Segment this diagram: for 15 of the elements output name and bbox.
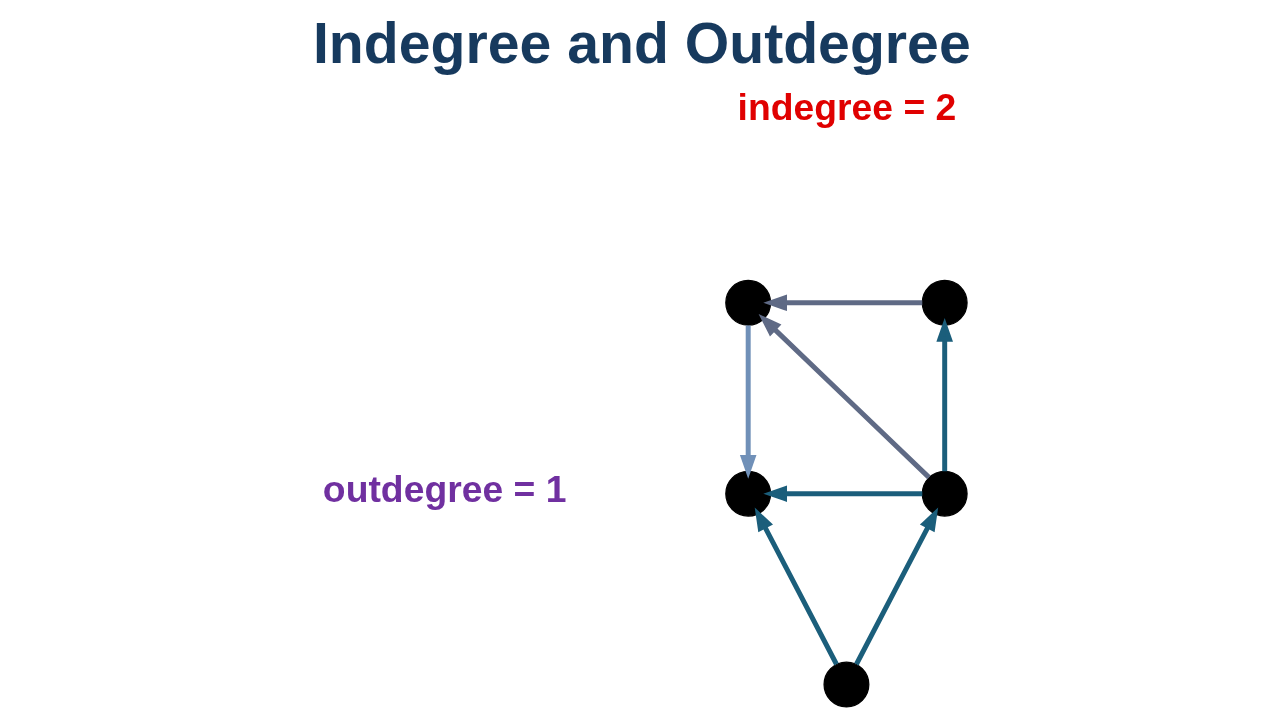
arrow (936, 317, 953, 472)
arrow (763, 294, 923, 312)
arrow (758, 314, 931, 480)
node-circle (725, 470, 772, 517)
arrow (739, 325, 757, 479)
arrow (754, 507, 839, 666)
label: indegree = 2 (737, 85, 957, 128)
arrow (763, 485, 923, 502)
node-circle (725, 279, 772, 326)
node-circle (823, 661, 870, 708)
arrow (854, 507, 939, 666)
node-circle (921, 470, 968, 517)
node-circle (921, 279, 968, 326)
label: outdegree = 1 (322, 467, 567, 510)
diagram-title: Indegree and Outdegree (312, 10, 971, 75)
